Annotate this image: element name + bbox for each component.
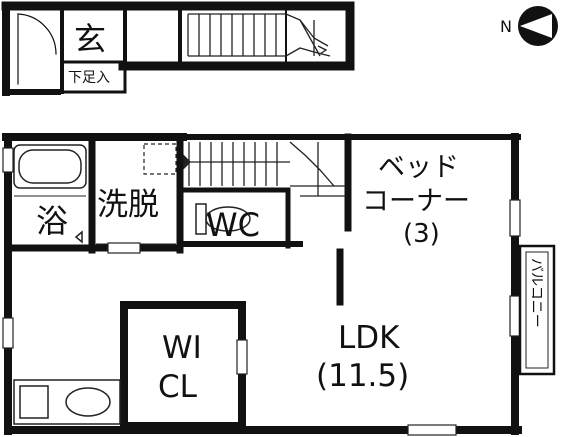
label-washroom: 洗脱 xyxy=(97,187,159,223)
label-shoe-storage: 下足入 xyxy=(68,70,110,86)
window-bottom xyxy=(407,424,457,436)
entrance-door-swing xyxy=(17,13,57,55)
compass-label: N xyxy=(500,17,512,36)
label-ldk-name: LDK xyxy=(338,320,400,356)
label-bed-corner-size: (3) xyxy=(403,219,440,249)
label-bed-corner-line1: ベッド xyxy=(378,152,459,183)
label-bed-corner-line2: コーナー xyxy=(362,186,470,217)
main-stairs xyxy=(183,141,345,197)
main-walls xyxy=(2,133,522,435)
compass-arrow-icon xyxy=(520,14,552,38)
label-entrance: 玄 xyxy=(74,20,106,58)
upper-stairs xyxy=(187,13,331,57)
balcony xyxy=(518,244,556,376)
north-compass: N xyxy=(500,6,558,46)
bathtub xyxy=(13,144,87,244)
window-wash xyxy=(107,242,141,254)
toilet-fixture xyxy=(195,203,251,235)
window-ldk-left xyxy=(2,317,14,349)
label-balcony: バルコニー xyxy=(528,258,544,328)
label-closet-line1: WI xyxy=(162,330,202,366)
label-closet-line2: CL xyxy=(158,369,198,405)
label-ldk-size: (11.5) xyxy=(316,358,409,394)
window-bed-right xyxy=(509,199,521,237)
window-closet xyxy=(236,339,248,375)
label-toilet: WC xyxy=(206,206,260,244)
windows xyxy=(2,147,521,436)
label-bath: 浴 xyxy=(36,202,68,240)
kitchen-counter xyxy=(13,379,121,425)
shoe-storage-box xyxy=(60,60,127,94)
window-ldk-right xyxy=(509,295,521,337)
window-bath xyxy=(2,147,14,173)
